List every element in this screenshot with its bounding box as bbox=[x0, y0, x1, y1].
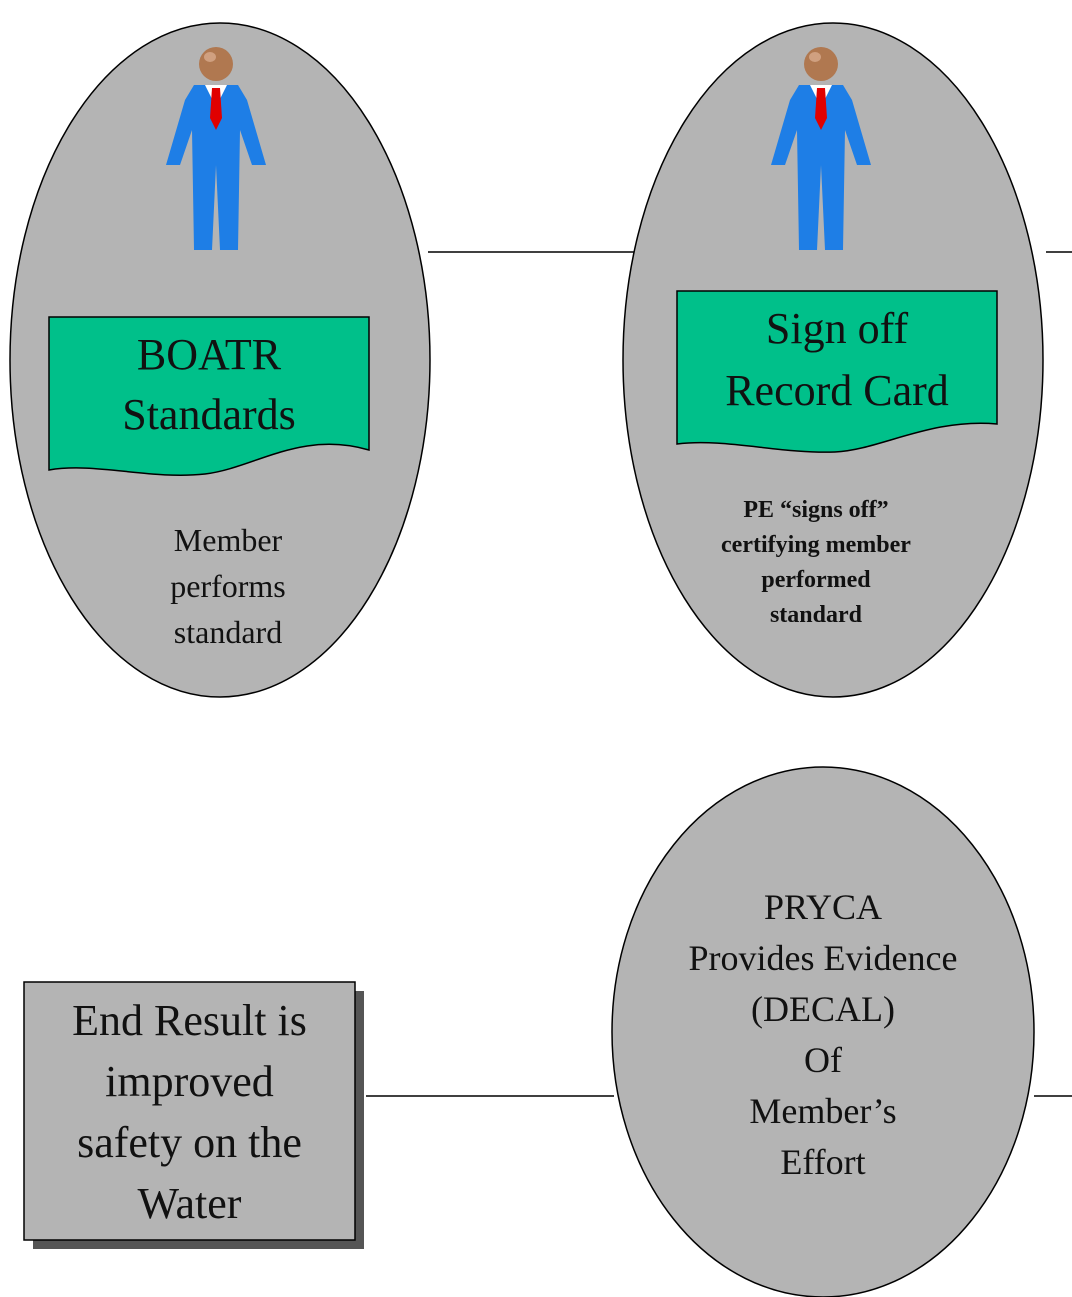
end-result-box bbox=[23, 981, 356, 1241]
boatr-doc-line: BOATR bbox=[136, 330, 282, 379]
signoff-document-label: Sign off Record Card bbox=[677, 298, 997, 422]
pryca-line: Effort bbox=[780, 1142, 866, 1182]
pryca-line: (DECAL) bbox=[751, 989, 895, 1029]
person-icon bbox=[771, 47, 871, 250]
end-result-line: improved bbox=[105, 1057, 274, 1106]
boatr-desc-line: standard bbox=[173, 614, 283, 650]
signoff-desc-line: certifying member bbox=[721, 532, 911, 558]
signoff-desc-line: performed bbox=[761, 567, 871, 593]
boatr-document-label: BOATR Standards bbox=[49, 325, 369, 445]
pryca-line: Of bbox=[804, 1040, 842, 1080]
end-result-label: End Result is improved safety on the Wat… bbox=[24, 988, 355, 1236]
pryca-line: PRYCA bbox=[763, 887, 883, 927]
signoff-desc-line: standard bbox=[769, 602, 862, 628]
end-result-line: End Result is bbox=[72, 996, 307, 1045]
pryca-label: PRYCA Provides Evidence (DECAL) Of Membe… bbox=[643, 880, 1003, 1190]
boatr-desc-line: performs bbox=[170, 568, 286, 604]
signoff-doc-line: Sign off bbox=[765, 304, 909, 353]
signoff-desc-line: PE “signs off” bbox=[743, 497, 889, 523]
signoff-description: PE “signs off” certifying member perform… bbox=[676, 492, 956, 634]
pryca-oval bbox=[611, 766, 1035, 1297]
pryca-line: Member’s bbox=[749, 1091, 897, 1131]
person-icon bbox=[166, 47, 266, 250]
pryca-line: Provides Evidence bbox=[688, 938, 958, 978]
end-result-line: Water bbox=[137, 1179, 242, 1228]
signoff-doc-line: Record Card bbox=[725, 366, 949, 415]
boatr-description: Member performs standard bbox=[108, 516, 348, 656]
signoff-document-shape bbox=[676, 290, 998, 453]
boatr-desc-line: Member bbox=[173, 522, 283, 558]
end-result-line: safety on the bbox=[77, 1118, 302, 1167]
boatr-doc-line: Standards bbox=[122, 390, 296, 439]
boatr-document-shape bbox=[48, 316, 370, 476]
